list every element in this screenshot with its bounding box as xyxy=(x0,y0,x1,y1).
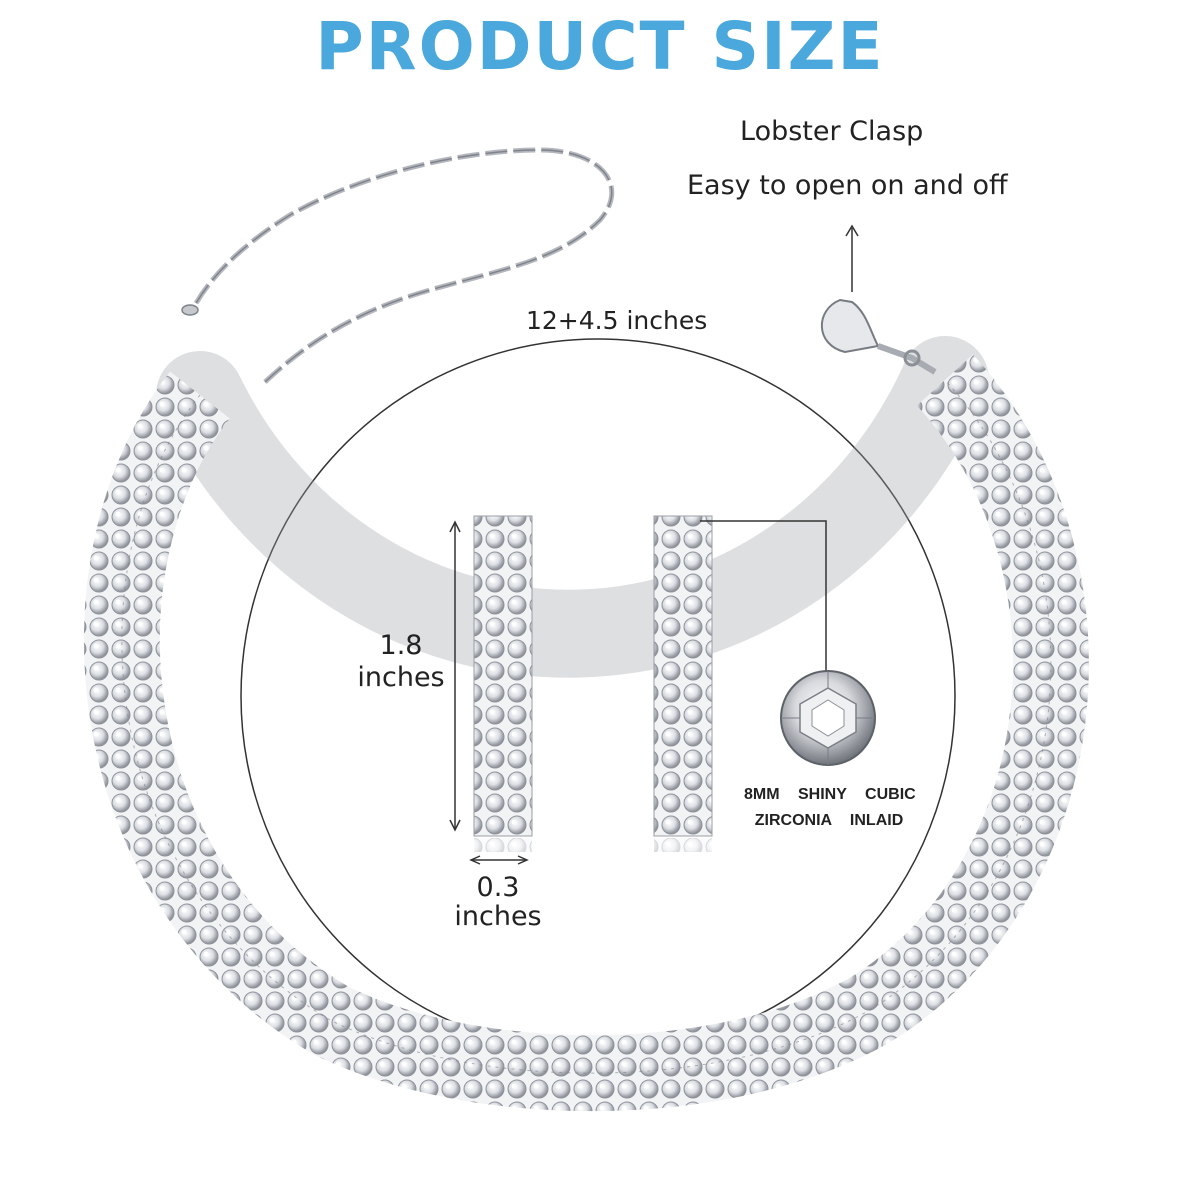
height-value-label: 1.8 xyxy=(379,630,423,661)
page-title: PRODUCT SIZE xyxy=(315,8,885,85)
strip-sample-dimension xyxy=(473,515,533,852)
double-arrow-icon xyxy=(449,520,461,832)
width-value-label: 0.3 xyxy=(476,872,520,903)
stone-leader-line xyxy=(700,520,827,672)
strip-sample-stone xyxy=(653,515,713,852)
clasp-description-label: Easy to open on and off xyxy=(687,170,1008,201)
width-unit-label: inches xyxy=(454,901,542,932)
length-label: 12+4.5 inches xyxy=(520,306,714,335)
rhinestone-choker-icon xyxy=(83,336,1089,1112)
clasp-name-label: Lobster Clasp xyxy=(740,116,924,147)
stone-spec-line2: ZIRCONIA INLAID xyxy=(754,812,904,829)
stone-spec-line1: 8MM SHINY CUBIC xyxy=(744,786,916,803)
clasp-arrow xyxy=(845,224,859,292)
height-unit-label: inches xyxy=(357,662,445,693)
zirconia-gem-icon xyxy=(780,670,876,766)
extender-chain-icon xyxy=(181,147,615,384)
width-arrow xyxy=(469,855,529,865)
lobster-clasp-icon xyxy=(820,298,937,375)
